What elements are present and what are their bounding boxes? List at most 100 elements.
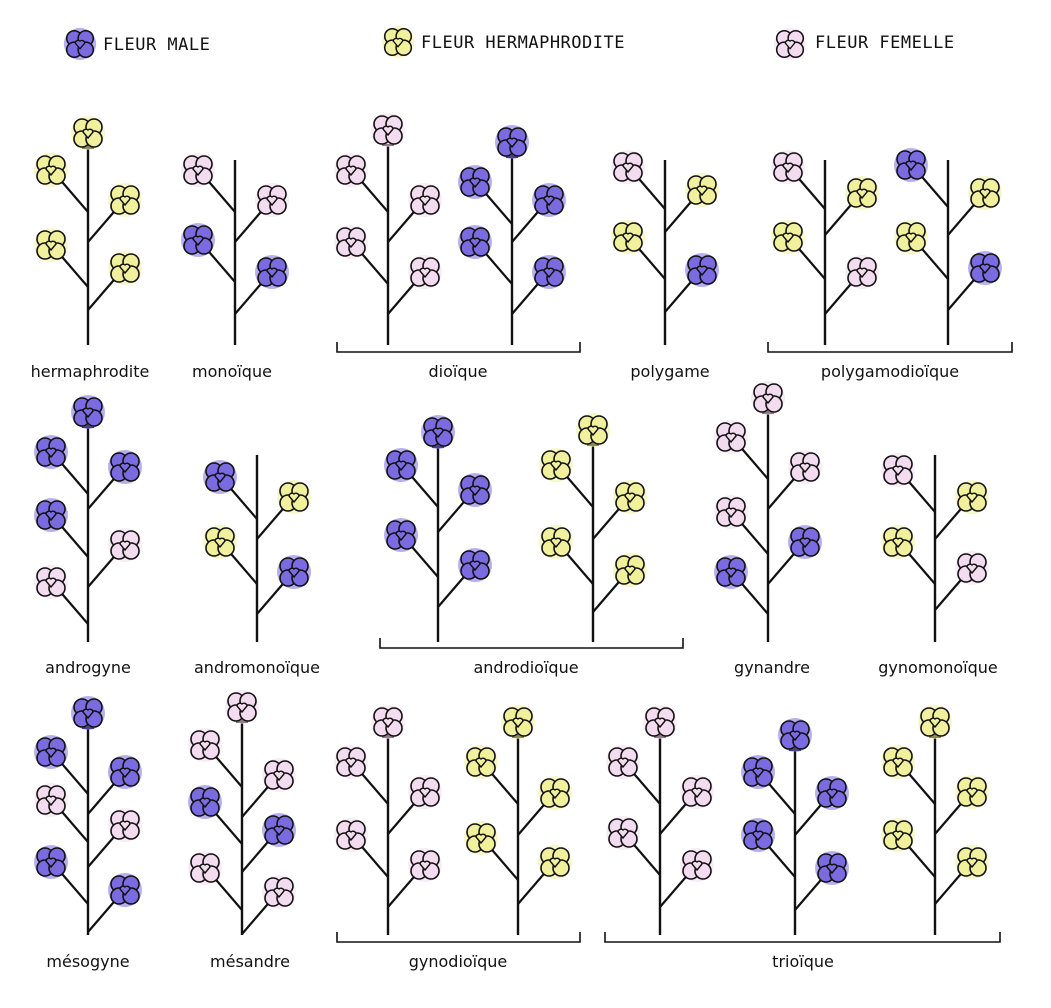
group-bracket xyxy=(767,342,1013,353)
hermaphrodite-flower-icon xyxy=(108,183,142,217)
male-flower-icon xyxy=(815,851,849,885)
female-flower-icon xyxy=(714,420,748,454)
hermaphrodite-flower-icon xyxy=(108,251,142,285)
caption-gynandre: gynandre xyxy=(734,658,810,677)
legend-female-flower-icon xyxy=(773,27,807,61)
male-flower-icon xyxy=(741,818,775,852)
male-flower-icon xyxy=(108,450,142,484)
legend-female-label: FLEUR FEMELLE xyxy=(815,33,955,53)
hermaphrodite-flower-icon xyxy=(918,705,952,739)
caption-trioque: trioïque xyxy=(772,952,834,971)
hermaphrodite-flower-icon xyxy=(501,705,535,739)
female-flower-icon xyxy=(108,528,142,562)
male-flower-icon xyxy=(685,253,719,287)
plant-hermaphrodite-1 xyxy=(56,145,120,345)
hermaphrodite-flower-icon xyxy=(881,525,915,559)
male-flower-icon xyxy=(108,755,142,789)
hermaphrodite-flower-icon xyxy=(771,220,805,254)
caption-msandre: mésandre xyxy=(210,952,290,971)
female-flower-icon xyxy=(334,153,368,187)
hermaphrodite-flower-icon xyxy=(277,480,311,514)
hermaphrodite-flower-icon xyxy=(968,176,1002,210)
male-flower-icon xyxy=(34,735,68,769)
hermaphrodite-flower-icon xyxy=(881,745,915,779)
female-flower-icon xyxy=(334,818,368,852)
female-flower-icon xyxy=(771,150,805,184)
male-flower-icon xyxy=(188,785,222,819)
female-flower-icon xyxy=(334,225,368,259)
female-flower-icon xyxy=(788,450,822,484)
female-flower-icon xyxy=(408,848,442,882)
hermaphrodite-flower-icon xyxy=(464,745,498,779)
plant-androdioque-1 xyxy=(406,445,470,642)
caption-polygame: polygame xyxy=(630,362,710,381)
female-flower-icon xyxy=(34,783,68,817)
hermaphrodite-flower-icon xyxy=(34,153,68,187)
male-flower-icon xyxy=(255,255,289,289)
group-bracket xyxy=(379,638,684,649)
legend-hermaphrodite-flower-icon xyxy=(381,25,415,59)
male-flower-icon xyxy=(788,525,822,559)
female-flower-icon xyxy=(408,255,442,289)
caption-androgyne: androgyne xyxy=(45,658,131,677)
male-flower-icon xyxy=(968,251,1002,285)
caption-monoque: monoïque xyxy=(192,362,272,381)
male-flower-icon xyxy=(181,223,215,257)
group-bracket xyxy=(604,932,1001,943)
male-flower-icon xyxy=(458,548,492,582)
female-flower-icon xyxy=(225,690,259,724)
female-flower-icon xyxy=(751,381,785,415)
female-flower-icon xyxy=(255,183,289,217)
hermaphrodite-flower-icon xyxy=(539,525,573,559)
hermaphrodite-flower-icon xyxy=(894,220,928,254)
caption-gynomonoque: gynomonoïque xyxy=(878,658,998,677)
female-flower-icon xyxy=(845,255,879,289)
male-flower-icon xyxy=(384,518,418,552)
caption-androdioque: androdioïque xyxy=(473,658,579,677)
hermaphrodite-flower-icon xyxy=(538,776,572,810)
legend-male-label: FLEUR MALE xyxy=(103,35,211,55)
plant-gynandre-1 xyxy=(736,411,800,642)
caption-hermaphrodite: hermaphrodite xyxy=(30,362,150,381)
female-flower-icon xyxy=(643,705,677,739)
hermaphrodite-flower-icon xyxy=(538,845,572,879)
female-flower-icon xyxy=(334,745,368,779)
group-bracket xyxy=(336,932,581,943)
male-flower-icon xyxy=(203,460,237,494)
male-flower-icon xyxy=(458,165,492,199)
female-flower-icon xyxy=(606,816,640,850)
hermaphrodite-flower-icon xyxy=(203,525,237,559)
caption-dioque: dioïque xyxy=(428,362,488,381)
male-flower-icon xyxy=(34,498,68,532)
male-flower-icon xyxy=(34,845,68,879)
male-flower-icon xyxy=(108,873,142,907)
hermaphrodite-flower-icon xyxy=(685,173,719,207)
male-flower-icon xyxy=(714,555,748,589)
male-flower-icon xyxy=(34,435,68,469)
caption-polygamodioque: polygamodioïque xyxy=(820,362,960,381)
hermaphrodite-flower-icon xyxy=(71,116,105,150)
caption-gynodioque: gynodioïque xyxy=(408,952,508,971)
male-flower-icon xyxy=(778,718,812,752)
hermaphrodite-flower-icon xyxy=(613,480,647,514)
male-flower-icon xyxy=(421,415,455,449)
female-flower-icon xyxy=(680,775,714,809)
female-flower-icon xyxy=(714,495,748,529)
caption-msogyne: mésogyne xyxy=(46,952,130,971)
female-flower-icon xyxy=(34,565,68,599)
male-flower-icon xyxy=(384,448,418,482)
male-flower-icon xyxy=(815,776,849,810)
caption-andromonoque: andromonoïque xyxy=(193,658,321,677)
hermaphrodite-flower-icon xyxy=(881,818,915,852)
hermaphrodite-flower-icon xyxy=(34,228,68,262)
female-flower-icon xyxy=(408,775,442,809)
female-flower-icon xyxy=(606,745,640,779)
male-flower-icon xyxy=(532,255,566,289)
hermaphrodite-flower-icon xyxy=(611,220,645,254)
female-flower-icon xyxy=(955,551,989,585)
legend-male-flower-icon xyxy=(63,27,97,61)
female-flower-icon xyxy=(188,728,222,762)
hermaphrodite-flower-icon xyxy=(613,553,647,587)
male-flower-icon xyxy=(262,813,296,847)
